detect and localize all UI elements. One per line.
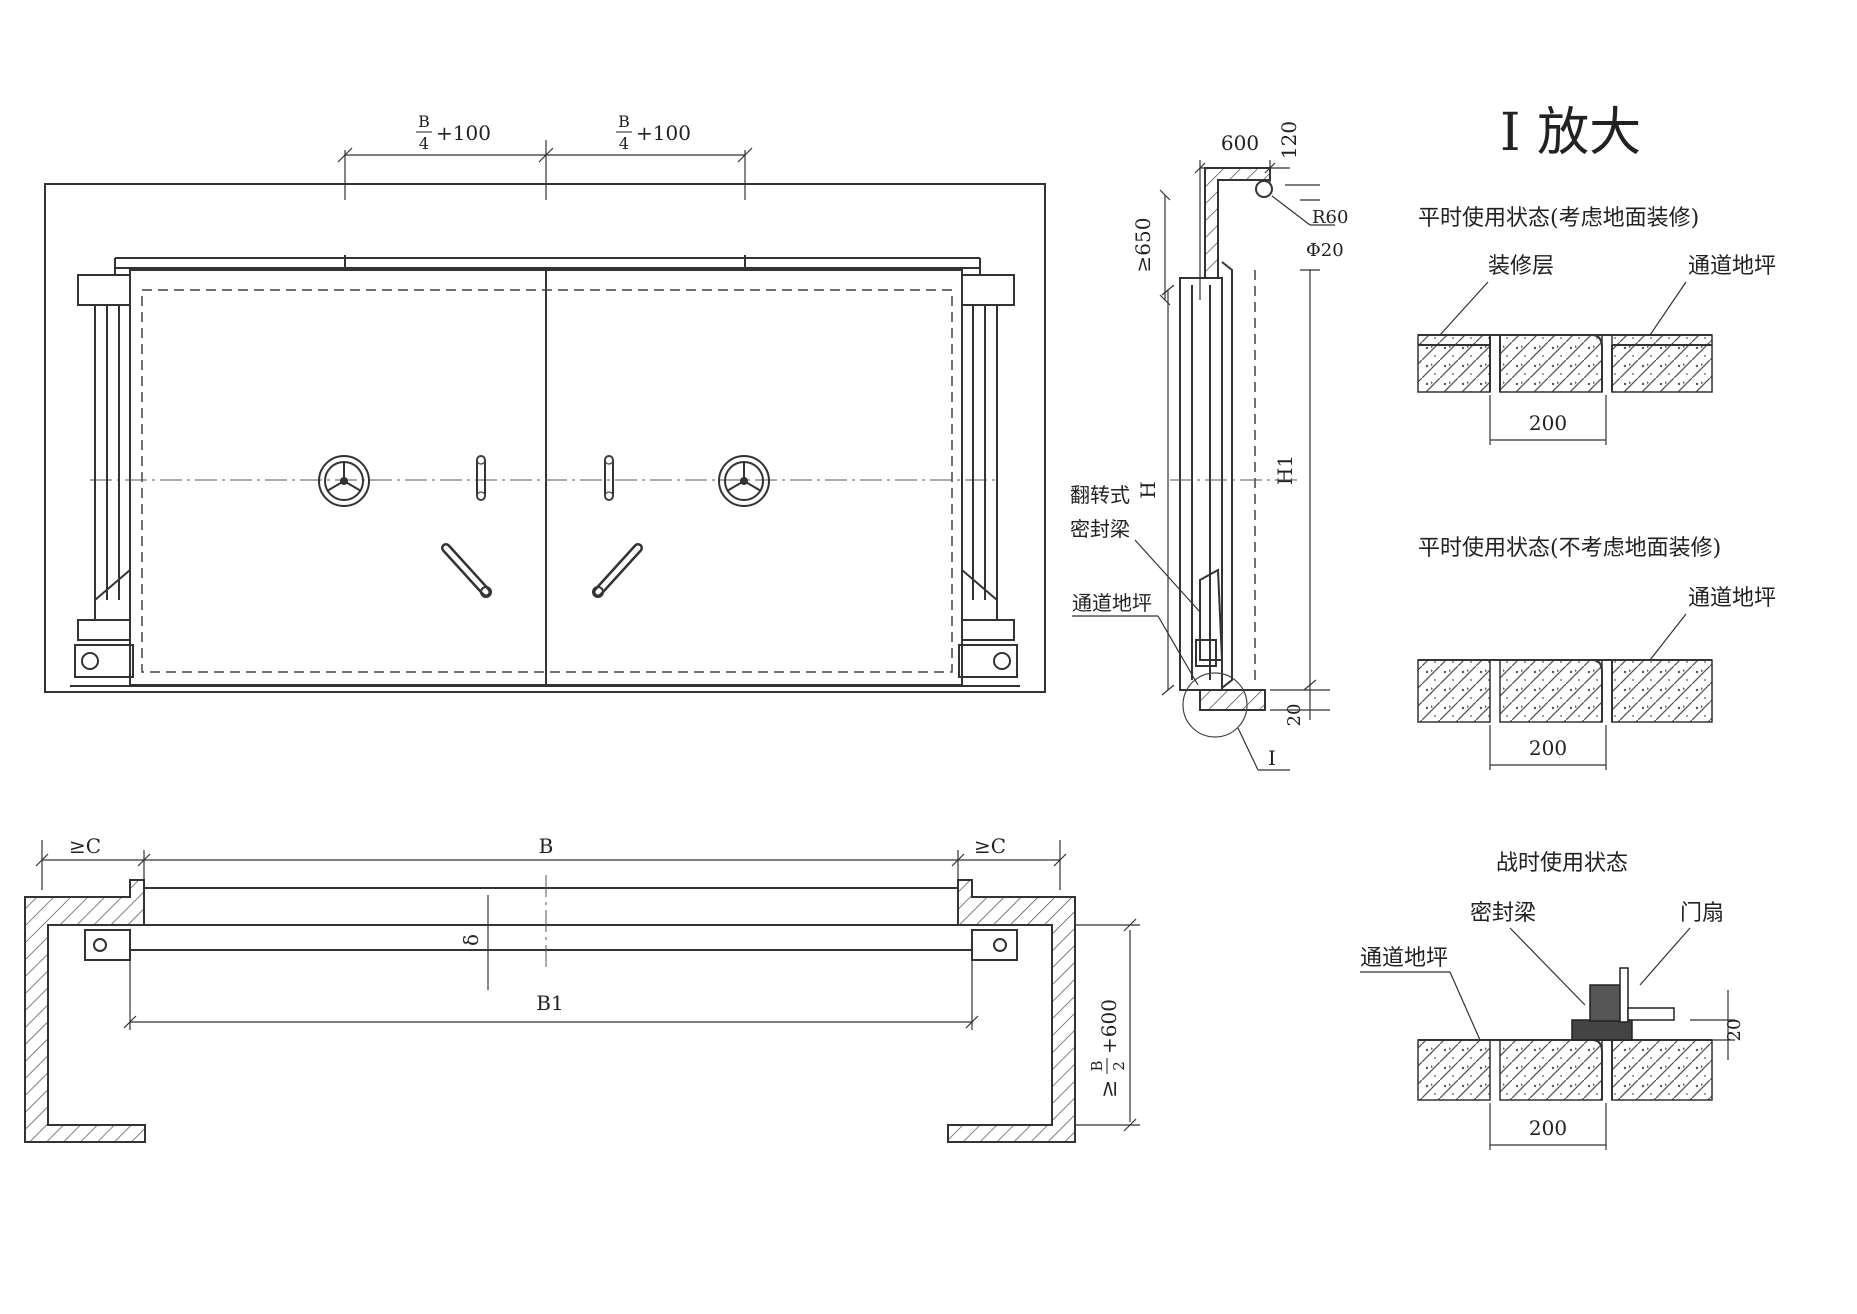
depth-prefix: ≥ <box>1097 1080 1122 1098</box>
enlarge-title: I 放大 <box>1500 103 1641 163</box>
dim-b4-right: B 4 +100 <box>616 112 691 153</box>
detail-1-label-finish: 装修层 <box>1488 254 1554 279</box>
depth-dim-label: ≥ B 2 +600 <box>1088 999 1128 1098</box>
side-section: 600 120 ≥650 R60 Φ20 H H1 <box>1070 121 1348 771</box>
depth-suffix: +600 <box>1097 999 1121 1054</box>
callout-circle <box>1182 672 1248 738</box>
dim-20-side-label: 20 <box>1284 704 1305 727</box>
detail-2-title: 平时使用状态(不考虑地面装修) <box>1418 536 1721 561</box>
detail-1-title: 平时使用状态(考虑地面装修) <box>1418 206 1699 231</box>
handle-left-icon[interactable] <box>476 455 486 501</box>
detail-3-label-seal: 密封梁 <box>1470 901 1536 926</box>
detail-3-label-leaf: 门扇 <box>1680 901 1724 926</box>
dim-suffix: +100 <box>436 121 491 145</box>
flip-seal-label-1: 翻转式 <box>1070 483 1130 507</box>
dim-650-label: ≥650 <box>1131 218 1155 273</box>
phi20-label: Φ20 <box>1306 240 1344 261</box>
right-hinge-column <box>958 274 1018 678</box>
detail-1-label-floor: 通道地坪 <box>1688 254 1776 279</box>
h-label: H <box>1136 481 1160 498</box>
detail-3-title: 战时使用状态 <box>1496 851 1628 876</box>
callout-i-label: I <box>1268 746 1276 770</box>
detail-3-dim: 200 <box>1529 1116 1567 1140</box>
left-hinge-column <box>74 274 134 678</box>
dim-120-label: 120 <box>1277 121 1301 159</box>
flip-seal-label-2: 密封梁 <box>1070 517 1130 541</box>
wall-opening <box>44 183 1046 693</box>
detail-1-dim: 200 <box>1529 411 1567 435</box>
lever-right-icon[interactable] <box>592 543 643 598</box>
dim-num: B <box>618 112 630 131</box>
c-left-label: ≥C <box>69 834 101 858</box>
detail-2-label-floor: 通道地坪 <box>1688 586 1776 611</box>
front-elevation: B 4 +100 B 4 +100 <box>44 112 1046 693</box>
depth-den: 2 <box>1110 1061 1128 1071</box>
hand-wheel-left-icon[interactable] <box>318 455 370 507</box>
detail-3: 战时使用状态 密封梁 门扇 通道地坪 20 200 <box>1360 851 1745 1150</box>
dim-den: 4 <box>419 134 429 153</box>
detail-1: 平时使用状态(考虑地面装修) 装修层 通道地坪 200 <box>1417 206 1776 445</box>
plan-view: ≥C B ≥C δ B1 ≥ B <box>24 834 1140 1143</box>
dim-suffix: +100 <box>636 121 691 145</box>
dim-b4-left: B 4 +100 <box>416 112 491 153</box>
hand-wheel-right-icon[interactable] <box>718 455 770 507</box>
b-label: B <box>539 834 554 858</box>
detail-3-label-floor: 通道地坪 <box>1360 946 1448 971</box>
dim-den: 4 <box>619 134 629 153</box>
depth-num: B <box>1088 1060 1106 1071</box>
dim-600-label: 600 <box>1221 131 1259 155</box>
side-floor-label: 通道地坪 <box>1072 591 1152 615</box>
detail-2: 平时使用状态(不考虑地面装修) 通道地坪 200 <box>1417 536 1776 770</box>
delta-label: δ <box>459 934 483 946</box>
c-right-label: ≥C <box>974 834 1006 858</box>
r60-label: R60 <box>1312 207 1348 228</box>
b1-label: B1 <box>536 991 563 1015</box>
h1-label: H1 <box>1273 455 1297 485</box>
handle-right-icon[interactable] <box>604 455 614 501</box>
dim-num: B <box>418 112 430 131</box>
top-dimensions <box>337 140 753 268</box>
detail-3-dim-20: 20 <box>1724 1019 1745 1042</box>
lever-left-icon[interactable] <box>441 543 492 598</box>
detail-2-dim: 200 <box>1529 736 1567 760</box>
